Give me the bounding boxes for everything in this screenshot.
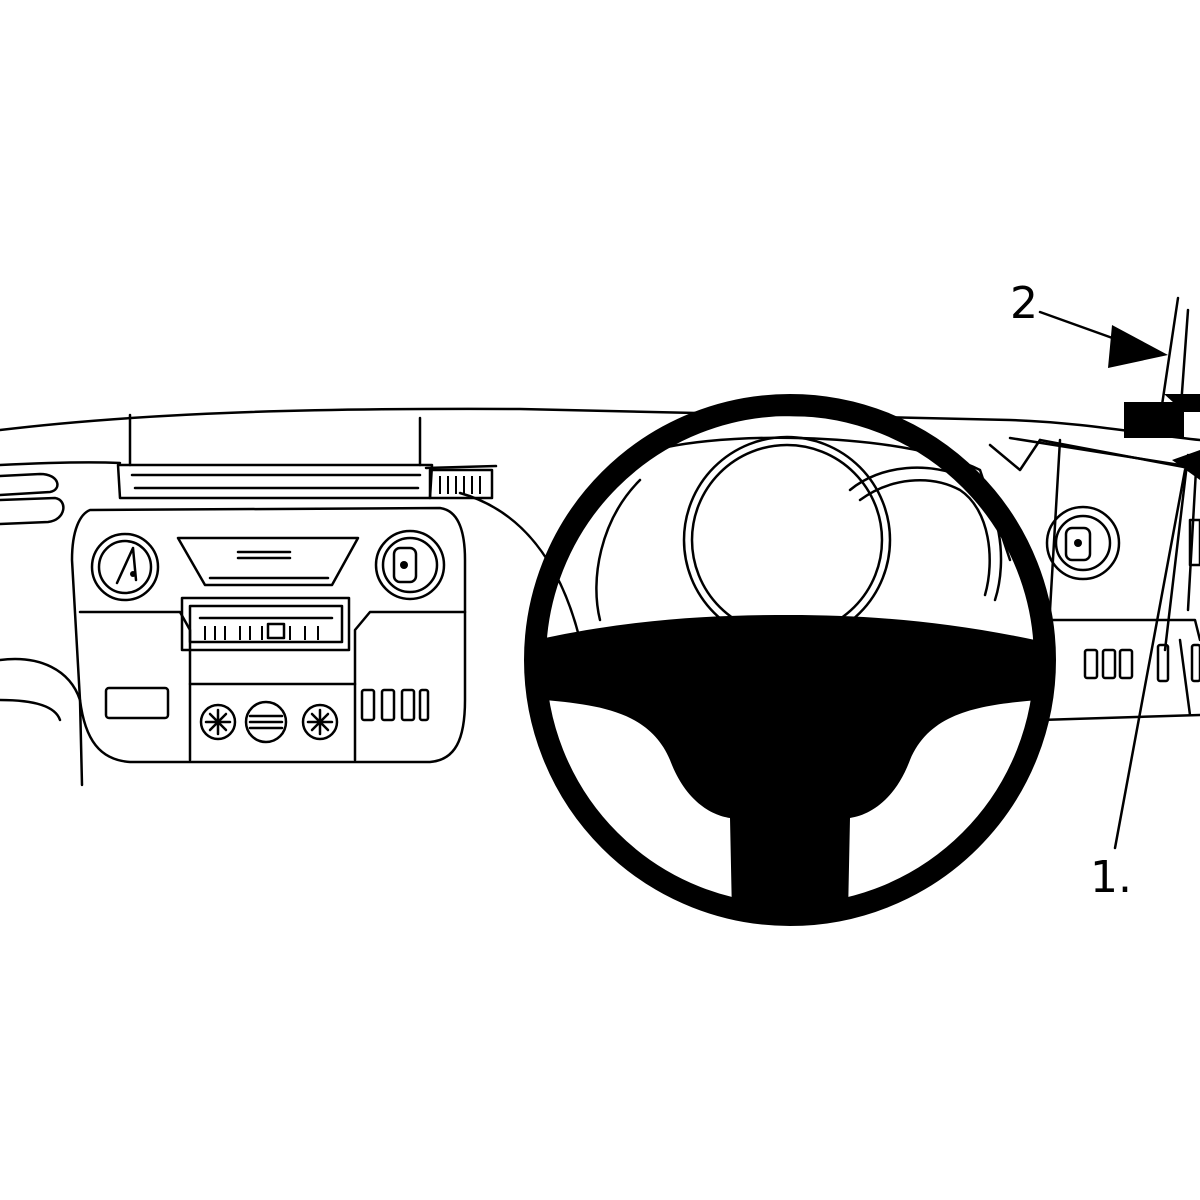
center-display-hood bbox=[116, 413, 434, 500]
callout-2-leader bbox=[1038, 310, 1168, 368]
climate-knobs bbox=[199, 700, 339, 744]
right-round-vent bbox=[374, 529, 446, 601]
side-round-vent bbox=[1045, 505, 1121, 581]
callout-2-label: 2 bbox=[1010, 278, 1038, 329]
lower-left-switch bbox=[104, 686, 170, 720]
callout-1-leader bbox=[1008, 436, 1200, 850]
callout-1-label: 1. bbox=[1090, 852, 1132, 903]
side-switch-row bbox=[1083, 643, 1200, 683]
steering-wheel bbox=[524, 394, 1056, 926]
stack-switch-row bbox=[360, 688, 430, 722]
mounting-bracket bbox=[1124, 394, 1200, 438]
left-round-vent bbox=[90, 532, 160, 602]
center-console bbox=[70, 506, 467, 764]
grille-vent bbox=[424, 464, 498, 500]
right-side-panel bbox=[988, 438, 1200, 722]
hazard-panel bbox=[176, 536, 360, 587]
radio-unit bbox=[180, 596, 351, 652]
